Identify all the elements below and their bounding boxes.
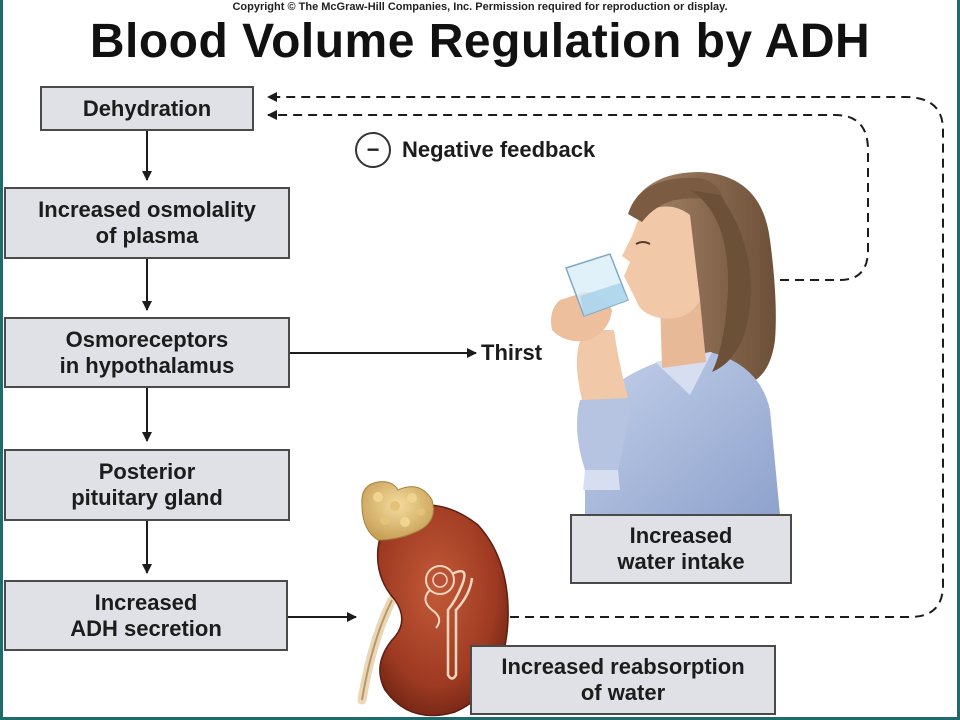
frame-right-edge [957, 0, 960, 720]
box-line: Increased osmolality [38, 197, 256, 222]
thirst-label: Thirst [481, 340, 543, 365]
box-line: Osmoreceptors [65, 326, 229, 352]
box-line: of plasma [95, 223, 199, 248]
box-line: Increased reabsorption [501, 654, 745, 679]
feedback-loop-reabsorption [267, 92, 944, 618]
box-line: Increased [94, 589, 198, 615]
frame-bottom-edge [0, 717, 960, 720]
box-line: water intake [617, 549, 745, 574]
negative-feedback-label: Negative feedback [402, 137, 596, 162]
box-increased-osmolality: Increased osmolality of plasma [4, 187, 290, 259]
box-dehydration: Dehydration [40, 86, 254, 131]
feedback-loop-water-intake [267, 110, 869, 281]
box-line: Posterior [98, 459, 196, 484]
box-line: Increased [629, 523, 733, 548]
copyright-notice: Copyright © The McGraw-Hill Companies, I… [232, 1, 728, 13]
box-increased-reabsorption: Increased reabsorption of water [470, 645, 776, 715]
frame-left-edge [0, 0, 3, 720]
woman-drinking-illustration [551, 172, 780, 515]
box-osmoreceptors: Osmoreceptors in hypothalamus [4, 317, 290, 388]
box-increased-adh: Increased ADH secretion [4, 580, 288, 651]
box-posterior-pituitary: Posterior pituitary gland [4, 449, 290, 521]
box-increased-water-intake: Increased water intake [570, 514, 792, 584]
negative-feedback-symbol: − [355, 132, 391, 168]
page-title: Blood Volume Regulation by ADH [89, 15, 871, 68]
box-line: in hypothalamus [59, 352, 235, 378]
box-line: pituitary gland [71, 485, 223, 510]
box-line: of water [580, 680, 666, 705]
box-line: Dehydration [82, 95, 212, 121]
box-line: ADH secretion [70, 615, 222, 641]
